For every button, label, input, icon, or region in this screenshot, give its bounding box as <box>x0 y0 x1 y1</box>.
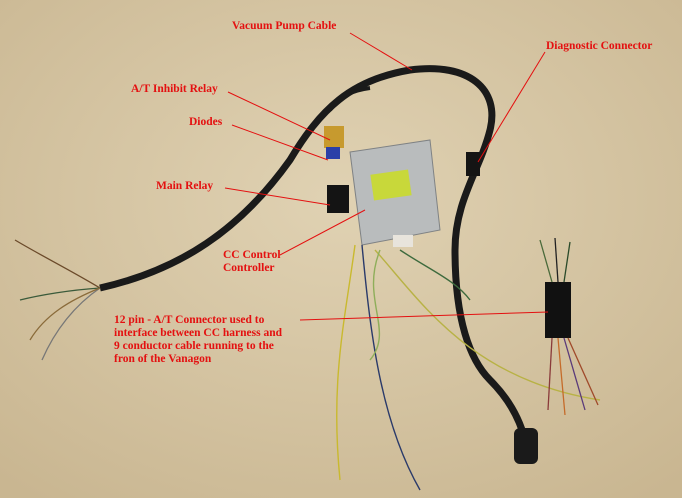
main-relay <box>327 185 349 213</box>
label-at-inhibit-relay: A/T Inhibit Relay <box>131 83 218 95</box>
label-vacuum-pump-cable: Vacuum Pump Cable <box>232 20 337 32</box>
module-wires <box>336 244 601 491</box>
connector-note-line: interface between CC harness and <box>114 327 283 339</box>
label-diodes: Diodes <box>189 116 223 128</box>
label-diagnostic-connector: Diagnostic Connector <box>546 40 653 52</box>
label-cc-control-line2: Controller <box>223 262 275 274</box>
diodes <box>326 147 340 159</box>
harness-cable <box>99 65 529 441</box>
end-connector <box>514 428 538 464</box>
connector-note-line: fron of the Vanagon <box>114 353 212 365</box>
cc-control-module <box>349 139 441 247</box>
diagnostic-connector <box>466 152 480 176</box>
annotation-arrows <box>224 32 549 321</box>
connector-note-line: 12 pin - A/T Connector used to <box>114 314 265 326</box>
label-connector-note: 12 pin - A/T Connector used to interface… <box>114 314 282 366</box>
label-cc-control: CC Control Controller <box>223 249 281 275</box>
label-cc-control-line1: CC Control <box>223 249 281 261</box>
loose-wires-left <box>14 239 101 361</box>
at-inhibit-relay <box>324 126 344 148</box>
label-main-relay: Main Relay <box>156 180 214 192</box>
connector-note-line: 9 conductor cable running to the <box>114 340 274 352</box>
twelve-pin-connector <box>539 237 599 416</box>
